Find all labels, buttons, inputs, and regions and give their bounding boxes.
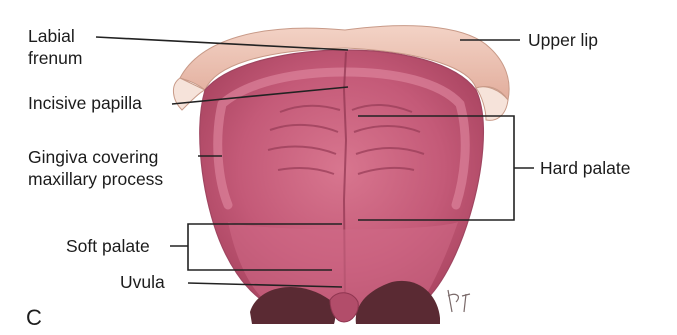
label-hard-palate: Hard palate [540,158,630,179]
label-gingiva-line1: Gingiva covering [28,147,158,168]
label-incisive-papilla: Incisive papilla [28,93,142,114]
label-uvula: Uvula [120,272,165,293]
artist-signature [448,290,470,312]
label-upper-lip: Upper lip [528,30,598,51]
label-labial-frenum-line2: frenum [28,48,82,69]
label-gingiva-line2: maxillary process [28,169,163,190]
label-soft-palate: Soft palate [66,236,150,257]
label-labial-frenum-line1: Labial [28,26,75,47]
panel-letter: C [26,305,42,331]
